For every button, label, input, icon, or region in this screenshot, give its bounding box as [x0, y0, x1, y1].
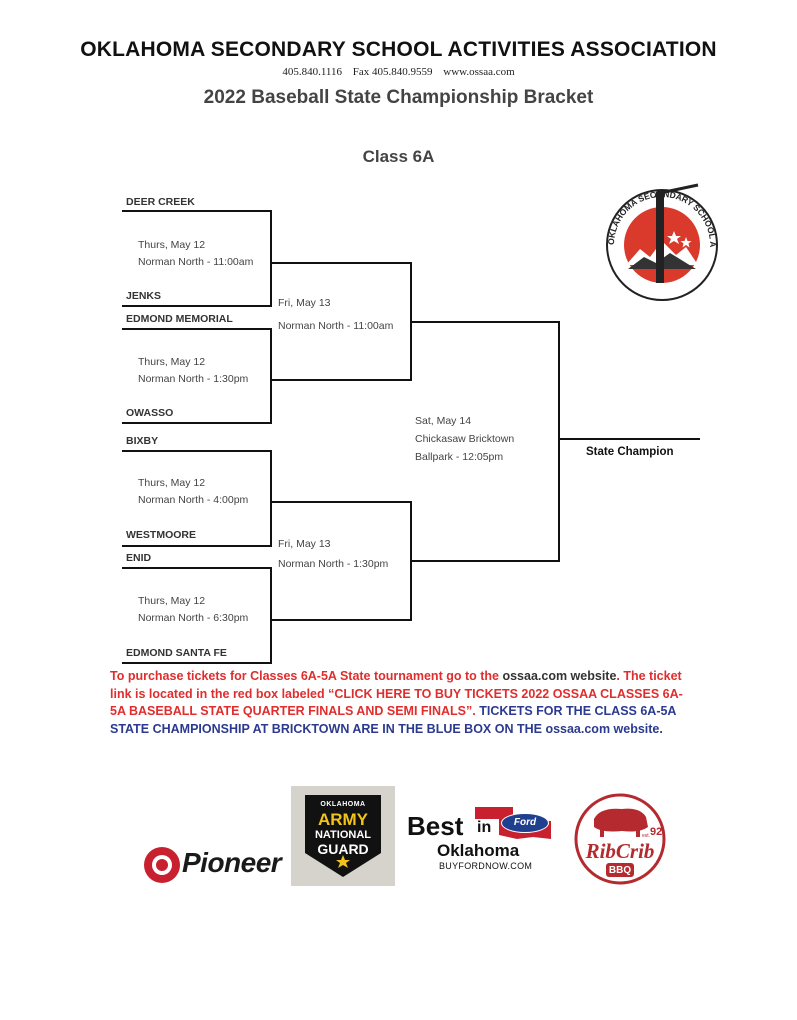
bracket-line — [270, 210, 272, 307]
ford-best: Best — [407, 811, 464, 841]
pioneer-name: Pioneer — [182, 847, 282, 878]
team-name: WESTMOORE — [126, 529, 196, 541]
game-info: Fri, May 13 Norman North - 11:00am — [278, 292, 393, 338]
game-date: Fri, May 13 — [278, 297, 331, 309]
game-date: Thurs, May 12 — [138, 356, 206, 368]
team-name: EDMOND SANTA FE — [126, 647, 227, 659]
bracket-line — [122, 567, 272, 569]
notice-text: . The ticket link is located in the red … — [110, 669, 683, 718]
game-info: Thurs, May 12 Norman North - 6:30pm — [138, 593, 248, 627]
game-date: Thurs, May 12 — [138, 595, 206, 607]
army-national-guard-logo: OKLAHOMA ARMY NATIONAL GUARD — [291, 786, 395, 886]
rib-crib-badge-icon — [574, 793, 666, 885]
game-info: Thurs, May 12 Norman North - 1:30pm — [138, 354, 248, 388]
bracket-line — [270, 501, 412, 503]
guard-shield-icon — [305, 795, 381, 877]
guard-line: ARMY — [317, 810, 369, 829]
game-venue: Chickasaw Bricktown — [415, 433, 515, 445]
bracket-line — [410, 321, 560, 323]
rib-crib-bbq-logo: est. 92 RibCrib BBQ — [570, 793, 670, 885]
notice-text: website — [567, 669, 617, 683]
bracket-line — [122, 210, 272, 212]
ossaa-logo: OKLAHOMA SECONDARY SCHOOL ACTIVITIES ASS… — [600, 183, 718, 301]
bracket-line — [270, 450, 272, 547]
game-info: Sat, May 14 Chickasaw Bricktown Ballpark… — [415, 412, 514, 466]
ticket-notice: To purchase tickets for Classes 6A-5A St… — [110, 668, 690, 738]
class-label: Class 6A — [362, 147, 435, 166]
game-date: Thurs, May 12 — [138, 239, 206, 251]
ribcrib-year: 92 — [650, 826, 663, 838]
ribcrib-sub: BBQ — [608, 865, 632, 876]
bracket-line — [122, 662, 272, 664]
team-name: JENKS — [126, 290, 162, 302]
state-champion-label: State Champion — [586, 446, 674, 458]
game-venue: Norman North - 6:30pm — [138, 612, 249, 624]
bracket-line — [122, 450, 272, 452]
bracket-line — [410, 560, 560, 562]
bracket-line — [270, 379, 412, 381]
pioneer-icon — [144, 847, 180, 883]
team-name: OWASSO — [126, 407, 174, 419]
bracket-line — [122, 305, 272, 307]
game-date: Thurs, May 12 — [138, 477, 206, 489]
game-venue: Ballpark - 12:05pm — [415, 451, 504, 463]
ford-url: BUYFORDNOW.COM — [439, 861, 533, 871]
guard-line: GUARD — [317, 841, 369, 857]
contact-line: 405.840.1116 Fax 405.840.9559 www.ossaa.… — [0, 66, 797, 78]
team-name: BIXBY — [126, 435, 159, 447]
bracket-line — [122, 328, 272, 330]
game-venue: Norman North - 1:30pm — [278, 558, 389, 570]
game-venue: Norman North - 1:30pm — [138, 373, 249, 385]
bracket-line — [270, 567, 272, 664]
phone-number: 405.840.1116 — [282, 66, 343, 78]
bracket-line — [270, 328, 272, 424]
ribcrib-name: RibCrib — [585, 839, 655, 863]
team-name: ENID — [126, 552, 152, 564]
bracket-line — [270, 262, 412, 264]
team-name: EDMOND MEMORIAL — [126, 313, 233, 325]
ford-in: in — [477, 819, 492, 836]
ossaa-link[interactable]: ossaa.com — [545, 721, 611, 736]
bracket-title: 2022 Baseball State Championship Bracket — [203, 87, 594, 108]
ossaa-link[interactable]: ossaa.com — [502, 669, 568, 683]
fax-number: Fax 405.840.9559 — [352, 66, 433, 78]
bracket-line — [558, 321, 560, 562]
notice-text: To purchase tickets for Classes 6A-5A St… — [110, 669, 503, 683]
bracket-line — [122, 422, 272, 424]
bracket-line — [122, 545, 272, 547]
ribcrib-est: est. — [642, 833, 651, 839]
bracket-line — [270, 619, 412, 621]
ford-state: Oklahoma — [437, 841, 520, 860]
guard-line: OKLAHOMA — [320, 801, 366, 808]
ford-badge: Ford — [501, 813, 549, 833]
guard-line: NATIONAL — [314, 829, 371, 841]
game-venue: Norman North - 4:00pm — [138, 494, 249, 506]
game-info: Thurs, May 12 Norman North - 4:00pm — [138, 475, 248, 509]
game-date: Sat, May 14 — [415, 415, 472, 427]
team-name: DEER CREEK — [126, 196, 195, 208]
best-in-oklahoma-ford-logo: Ford Best in Oklahoma BUYFORDNOW.COM — [405, 805, 555, 875]
notice-text: website. — [610, 721, 663, 736]
website-link[interactable]: www.ossaa.com — [443, 66, 515, 78]
game-info: Thurs, May 12 Norman North - 11:00am — [138, 237, 253, 271]
pioneer-logo: Pioneer — [142, 843, 287, 887]
game-date: Fri, May 13 — [278, 538, 331, 550]
game-venue: Norman North - 11:00am — [138, 256, 254, 268]
champion-line — [558, 438, 700, 440]
organization-title: OKLAHOMA SECONDARY SCHOOL ACTIVITIES ASS… — [80, 38, 717, 61]
game-info: Fri, May 13 Norman North - 1:30pm — [278, 534, 388, 574]
notice-text: TICKETS FOR THE CLASS 6A-5A STATE CHAMPI… — [110, 704, 676, 736]
game-venue: Norman North - 11:00am — [278, 320, 394, 332]
